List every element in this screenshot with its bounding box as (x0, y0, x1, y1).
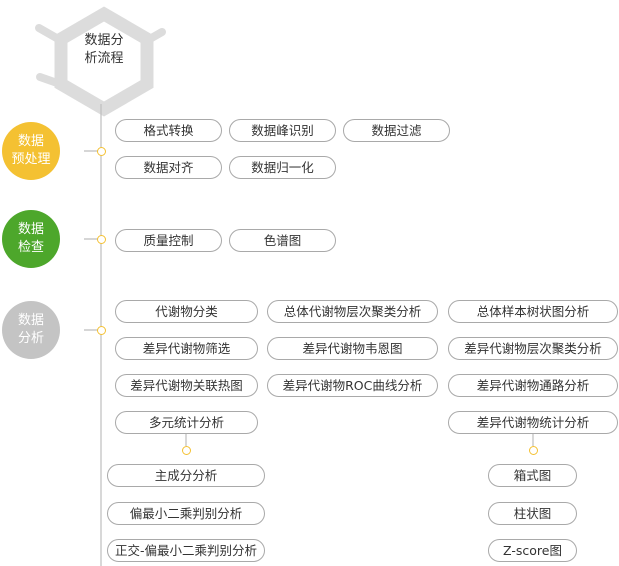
title-line-1: 数据分 (84, 33, 124, 48)
step-roc-analysis: 差异代谢物ROC曲线分析 (267, 374, 438, 397)
step-metabolite-classification: 代谢物分类 (115, 300, 258, 323)
step-quality-control: 质量控制 (115, 229, 222, 252)
step-differential-venn: 差异代谢物韦恩图 (267, 337, 438, 360)
step-differential-statistics: 差异代谢物统计分析 (448, 411, 618, 434)
hexagon-arm-bottom-left (36, 73, 64, 88)
stage-check-circle: 数据 检查 (2, 210, 60, 268)
stage-preprocess-line-1: 数据 (17, 134, 44, 149)
stage-preprocess-line-2: 预处理 (11, 152, 51, 167)
title-line-2: 析流程 (84, 51, 124, 66)
step-pls-da: 偏最小二乘判别分析 (107, 502, 265, 525)
step-normalization: 数据归一化 (229, 156, 336, 179)
step-data-filtering: 数据过滤 (343, 119, 450, 142)
hexagon-arm-right (144, 28, 166, 44)
step-data-alignment: 数据对齐 (115, 156, 222, 179)
step-overall-clustering: 总体代谢物层次聚类分析 (267, 300, 438, 323)
step-zscore: Z-score图 (488, 539, 577, 562)
diagram-title: 数据分 析流程 (78, 32, 130, 68)
junction-dot-check (96, 234, 106, 244)
step-differential-screening: 差异代谢物筛选 (115, 337, 258, 360)
step-differential-clustering: 差异代谢物层次聚类分析 (448, 337, 618, 360)
step-opls-da: 正交-偏最小二乘判别分析 (107, 539, 265, 562)
step-boxplot: 箱式图 (488, 464, 577, 487)
hexagon-arm-left (35, 24, 64, 44)
stage-preprocess-circle: 数据 预处理 (2, 122, 60, 180)
stage-check-line-1: 数据 (17, 222, 44, 237)
stage-analysis-line-2: 分析 (17, 331, 44, 346)
step-pathway-analysis: 差异代谢物通路分析 (448, 374, 618, 397)
junction-dot-preprocess (96, 146, 106, 156)
step-sample-dendrogram: 总体样本树状图分析 (448, 300, 618, 323)
stage-check-line-2: 检查 (17, 240, 44, 255)
step-peak-detection: 数据峰识别 (229, 119, 336, 142)
step-correlation-heatmap: 差异代谢物关联热图 (115, 374, 258, 397)
step-chromatogram: 色谱图 (229, 229, 336, 252)
stage-analysis-line-1: 数据 (17, 313, 44, 328)
step-format-conversion: 格式转换 (115, 119, 222, 142)
step-multivariate-analysis: 多元统计分析 (115, 411, 258, 434)
junction-dot-multivariate (181, 445, 191, 455)
junction-dot-stat (528, 445, 538, 455)
step-pca: 主成分分析 (107, 464, 265, 487)
stage-analysis-circle: 数据 分析 (2, 301, 60, 359)
step-barplot: 柱状图 (488, 502, 577, 525)
junction-dot-analysis (96, 325, 106, 335)
